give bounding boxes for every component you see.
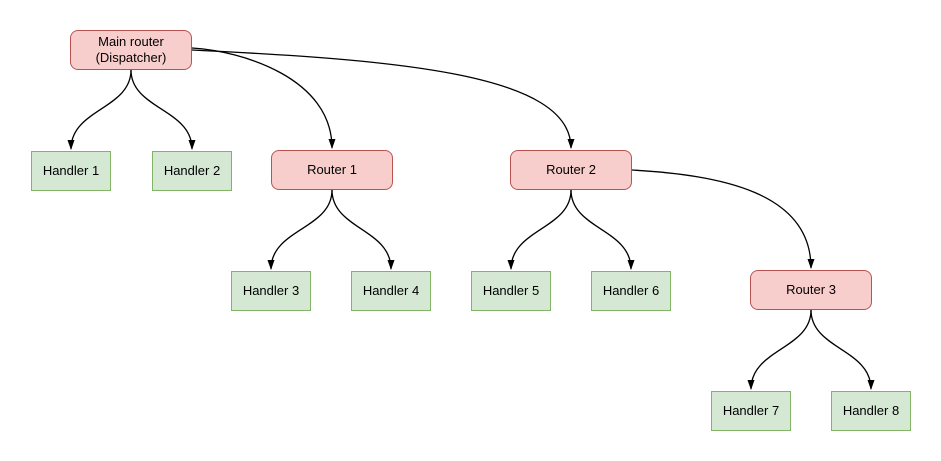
node-handler-4-label: Handler 4 <box>362 283 420 298</box>
node-handler-5: Handler 5 <box>471 271 551 311</box>
node-handler-7: Handler 7 <box>711 391 791 431</box>
node-handler-4: Handler 4 <box>351 271 431 311</box>
edge-router-2-to-handler-6 <box>570 189 635 270</box>
edge-main-to-handler-2 <box>130 69 196 150</box>
node-handler-3: Handler 3 <box>231 271 311 311</box>
edge-router-3-to-handler-7 <box>747 309 812 390</box>
node-handler-8-label: Handler 8 <box>842 403 900 418</box>
node-main-router-label: Main router (Dispatcher) <box>95 34 167 65</box>
edge-main-to-handler-1 <box>67 69 132 150</box>
node-handler-2: Handler 2 <box>152 151 232 191</box>
node-handler-6-label: Handler 6 <box>602 283 660 298</box>
node-router-3: Router 3 <box>750 270 872 310</box>
node-router-2-label: Router 2 <box>546 162 596 177</box>
edge-router-1-to-handler-4 <box>331 189 395 270</box>
node-handler-1-label: Handler 1 <box>42 163 100 178</box>
node-router-3-label: Router 3 <box>786 282 836 297</box>
node-handler-5-label: Handler 5 <box>482 283 540 298</box>
node-handler-3-label: Handler 3 <box>242 283 300 298</box>
edge-main-to-router-2 <box>191 49 575 149</box>
edge-router-1-to-handler-3 <box>267 189 333 270</box>
edge-router-3-to-handler-8 <box>810 309 875 390</box>
edge-router-2-to-router-3 <box>631 169 815 269</box>
node-handler-2-label: Handler 2 <box>163 163 221 178</box>
node-router-2: Router 2 <box>510 150 632 190</box>
node-handler-6: Handler 6 <box>591 271 671 311</box>
node-handler-8: Handler 8 <box>831 391 911 431</box>
edge-main-to-router-1 <box>191 47 336 149</box>
node-handler-7-label: Handler 7 <box>722 403 780 418</box>
node-handler-1: Handler 1 <box>31 151 111 191</box>
node-main-router: Main router (Dispatcher) <box>70 30 192 70</box>
node-router-1: Router 1 <box>271 150 393 190</box>
edge-router-2-to-handler-5 <box>507 189 572 270</box>
node-router-1-label: Router 1 <box>307 162 357 177</box>
